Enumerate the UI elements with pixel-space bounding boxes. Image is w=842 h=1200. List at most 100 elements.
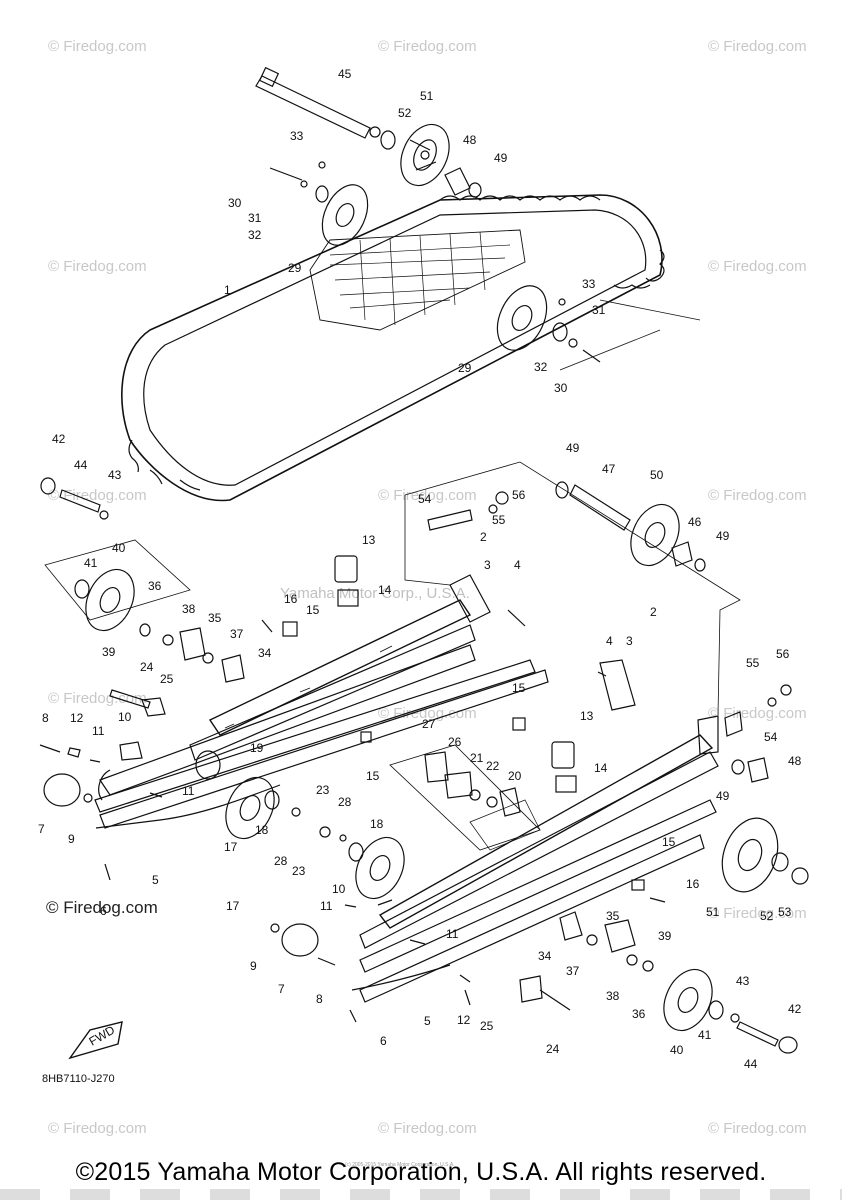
callout-36: 36 xyxy=(148,579,162,593)
callout-50: 50 xyxy=(650,468,664,482)
callout-43: 43 xyxy=(736,974,750,988)
callout-32: 32 xyxy=(534,360,548,374)
callout-11: 11 xyxy=(320,899,333,913)
callout-9: 9 xyxy=(250,959,257,973)
callout-48: 48 xyxy=(788,754,802,768)
callout-29: 29 xyxy=(458,361,472,375)
upper-shaft xyxy=(255,66,381,139)
callout-7: 7 xyxy=(38,822,45,836)
callout-28: 28 xyxy=(274,854,288,868)
callout-5: 5 xyxy=(152,873,159,887)
callout-17: 17 xyxy=(226,899,240,913)
footer-strip xyxy=(0,1189,842,1200)
callout-8: 8 xyxy=(42,711,49,725)
watermark: © Firedog.com xyxy=(378,1120,477,1137)
cross-brackets xyxy=(389,744,541,851)
callout-25: 25 xyxy=(480,1019,494,1033)
callout-36: 36 xyxy=(632,1007,646,1021)
right-upper-shaft-47 xyxy=(427,481,706,572)
callout-49: 49 xyxy=(716,789,730,803)
callout-30: 30 xyxy=(228,196,242,210)
callout-10: 10 xyxy=(118,710,132,724)
callout-16: 16 xyxy=(686,877,700,891)
watermark: © Firedog.com xyxy=(708,1120,807,1137)
callout-4: 4 xyxy=(606,634,613,648)
callout-45: 45 xyxy=(338,67,352,81)
callout-10: 10 xyxy=(332,882,346,896)
callout-24: 24 xyxy=(140,660,154,674)
callout-56: 56 xyxy=(512,488,526,502)
left-wheel-40 xyxy=(40,477,245,683)
callout-47: 47 xyxy=(602,462,616,476)
callout-3: 3 xyxy=(484,558,491,572)
callout-34: 34 xyxy=(258,646,272,660)
watermark: © Firedog.com xyxy=(378,705,477,722)
middle-wheel-17 xyxy=(225,776,347,842)
slide-rail-left xyxy=(94,555,549,829)
left-lower-hardware xyxy=(39,689,281,881)
callout-26: 26 xyxy=(448,735,462,749)
callout-15: 15 xyxy=(306,603,320,617)
callout-19: 19 xyxy=(250,741,264,755)
callout-52: 52 xyxy=(760,909,774,923)
callout-12: 12 xyxy=(70,711,84,725)
callout-44: 44 xyxy=(744,1057,758,1071)
callout-33: 33 xyxy=(290,129,304,143)
callout-1: 1 xyxy=(224,283,231,297)
callout-8: 8 xyxy=(316,992,323,1006)
callout-14: 14 xyxy=(378,583,392,597)
slide-rail-right xyxy=(359,659,719,1003)
callout-13: 13 xyxy=(362,533,376,547)
copyright-footer: ©2015 Yamaha Motor Corporation, U.S.A. A… xyxy=(75,1158,767,1186)
callout-18: 18 xyxy=(370,817,384,831)
callout-52: 52 xyxy=(398,106,412,120)
callout-51: 51 xyxy=(706,905,720,919)
callout-34: 34 xyxy=(538,949,552,963)
right-lower-wheel-51 xyxy=(721,684,809,893)
callout-35: 35 xyxy=(208,611,222,625)
track-belt xyxy=(121,194,665,502)
callout-43: 43 xyxy=(108,468,122,482)
fwd-arrow-icon: FWD xyxy=(68,1021,123,1060)
watermark: © Firedog.com xyxy=(48,690,147,707)
watermark: © Firedog.com xyxy=(378,38,477,55)
callout-46: 46 xyxy=(688,515,702,529)
callout-39: 39 xyxy=(658,929,672,943)
watermark: © Firedog.com xyxy=(708,905,807,922)
firedog-brand-text: © Firedog.com xyxy=(46,898,158,917)
callout-15: 15 xyxy=(662,835,676,849)
watermark: © Firedog.com xyxy=(48,38,147,55)
callout-15: 15 xyxy=(512,681,526,695)
callout-37: 37 xyxy=(230,627,244,641)
watermark: © Firedog.com xyxy=(48,258,147,275)
callout-17: 17 xyxy=(224,840,238,854)
callout-2: 2 xyxy=(650,605,657,619)
watermark: © Firedog.com xyxy=(708,705,807,722)
callout-5: 5 xyxy=(424,1014,431,1028)
center-watermark: Yamaha Motor Corp., U.S.A. xyxy=(280,585,470,602)
middle-wheel-18 xyxy=(348,836,405,900)
watermark: © Firedog.com xyxy=(708,487,807,504)
callout-24: 24 xyxy=(546,1042,560,1056)
callout-32: 32 xyxy=(248,228,262,242)
watermark: © Firedog.com xyxy=(708,38,807,55)
callout-6: 6 xyxy=(380,1034,387,1048)
callout-15: 15 xyxy=(366,769,380,783)
callout-33: 33 xyxy=(582,277,596,291)
callout-30: 30 xyxy=(554,381,568,395)
callout-35: 35 xyxy=(606,909,620,923)
callout-23: 23 xyxy=(292,864,306,878)
spacer-48 xyxy=(444,167,482,198)
callout-38: 38 xyxy=(606,989,620,1003)
callout-31: 31 xyxy=(248,211,262,225)
upper-wheel-29-left xyxy=(269,161,369,246)
callout-11: 11 xyxy=(92,724,105,738)
callout-9: 9 xyxy=(68,832,75,846)
callout-28: 28 xyxy=(338,795,352,809)
callout-54: 54 xyxy=(418,492,432,506)
callout-49: 49 xyxy=(566,441,580,455)
callout-53: 53 xyxy=(778,905,792,919)
callout-55: 55 xyxy=(492,513,506,527)
